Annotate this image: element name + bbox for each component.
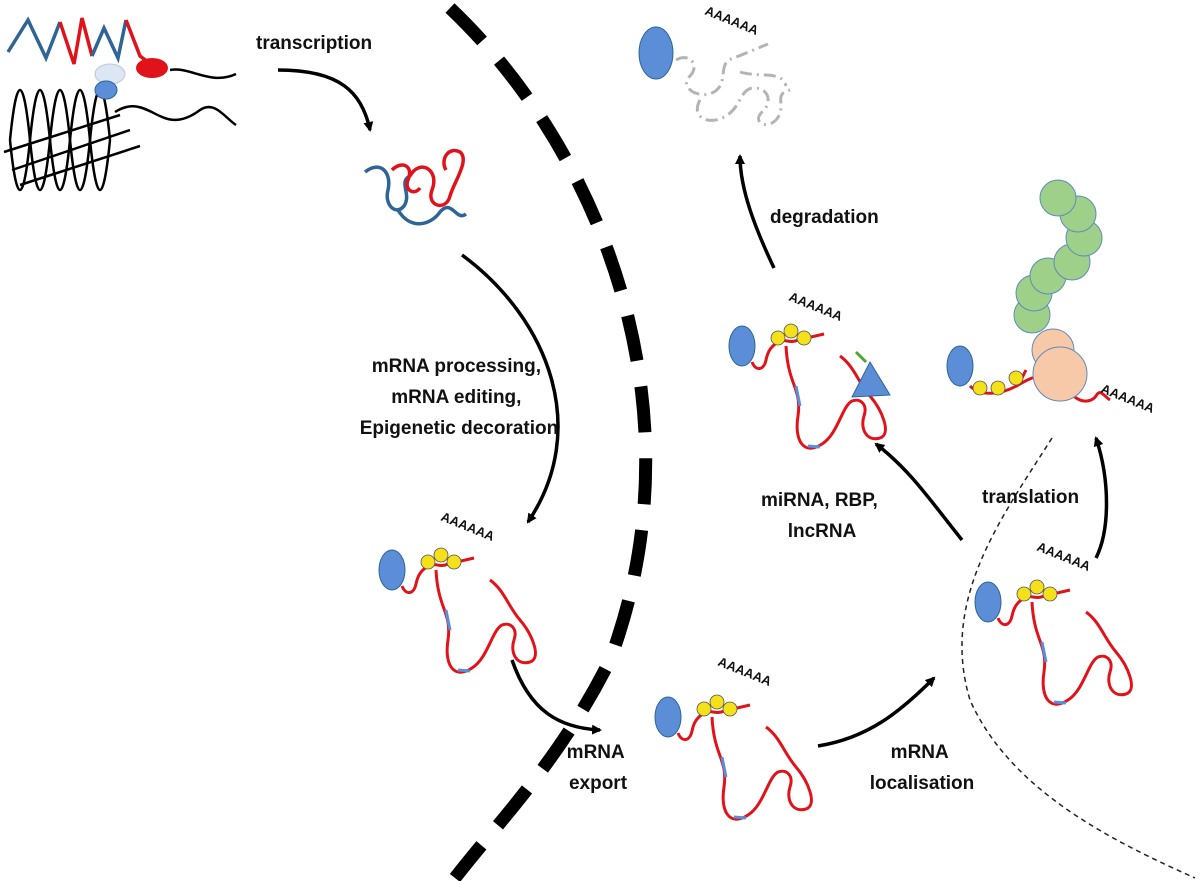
processing-arrow [460, 253, 560, 524]
label-export-line-1: mRNA [567, 742, 625, 763]
translation-arrow [1093, 436, 1109, 559]
transcription-arrow [277, 68, 374, 132]
degraded-rna-icon [638, 26, 791, 126]
nuclear-envelope [445, 3, 653, 881]
poly-a-tail-exported: AAAAAA [716, 654, 774, 689]
regulation-arrow [874, 442, 964, 542]
pre-mrna-icon [363, 148, 468, 226]
mirna-icon [851, 360, 891, 398]
degradation-arrow [735, 154, 776, 269]
localisation-arrow [817, 676, 936, 748]
label-processing-line-3: Epigenetic decoration [360, 418, 558, 439]
label-localisation-line-2: localisation [870, 773, 975, 794]
poly-a-tail-regulated: AAAAAA [787, 289, 845, 324]
localised-mrna-icon [973, 578, 1133, 706]
label-processing: mRNA processing, mRNA editing, Epigeneti… [360, 356, 558, 439]
label-degradation: degradation [770, 207, 879, 228]
cytoplasm-boundary [961, 437, 1196, 879]
label-export-line-2: export [569, 773, 628, 794]
dna-gene-icon [3, 16, 237, 192]
poly-a-tail-nuclear: AAAAAA [439, 509, 497, 544]
export-arrow [510, 659, 602, 735]
label-export: mRNA export [567, 742, 630, 794]
nuclear-mrna-icon [377, 546, 537, 674]
label-localisation-line-1: mRNA [891, 742, 949, 763]
label-processing-line-1: mRNA processing, [372, 356, 541, 377]
poly-a-tail-degraded: AAAAAA [703, 3, 761, 38]
exported-mrna-icon [653, 693, 813, 821]
label-transcription: transcription [256, 33, 372, 54]
poly-a-tail-localised: AAAAAA [1035, 539, 1093, 574]
label-localisation: mRNA localisation [870, 742, 975, 794]
label-regulators: miRNA, RBP, lncRNA [761, 490, 883, 542]
label-processing-line-2: mRNA editing, [391, 387, 521, 408]
label-regulators-line-1: miRNA, RBP, [761, 490, 878, 511]
label-regulators-line-2: lncRNA [788, 521, 857, 542]
label-translation: translation [982, 487, 1079, 508]
translating-mrna-icon [946, 179, 1111, 403]
